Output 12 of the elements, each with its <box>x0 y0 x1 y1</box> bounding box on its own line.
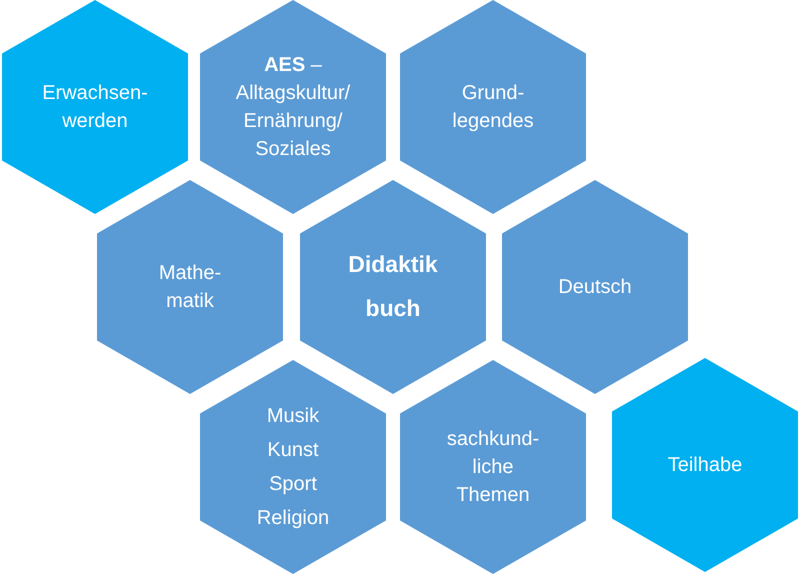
hexagon-label: Religion <box>256 506 330 531</box>
hexagon-label: Erwachsen- werden <box>41 81 149 134</box>
hexagon-label: Teilhabe <box>668 453 742 478</box>
hexagon-label: Kunst <box>267 438 319 463</box>
hexagon-label: Grund- legendes <box>451 81 535 134</box>
hexagon-label: sachkund- liche Themen <box>446 427 540 508</box>
hexagon-label: AES – Alltagskultur/ Ernährung/ Soziales <box>234 53 352 162</box>
hexagon-label: Mathe- matik <box>158 261 222 314</box>
hexagon-label: Musik <box>266 404 320 429</box>
hexagon-label: Didaktik buch <box>347 250 439 323</box>
hexagon-label: Deutsch <box>558 275 632 300</box>
hexagon-label: Sport <box>269 472 317 497</box>
